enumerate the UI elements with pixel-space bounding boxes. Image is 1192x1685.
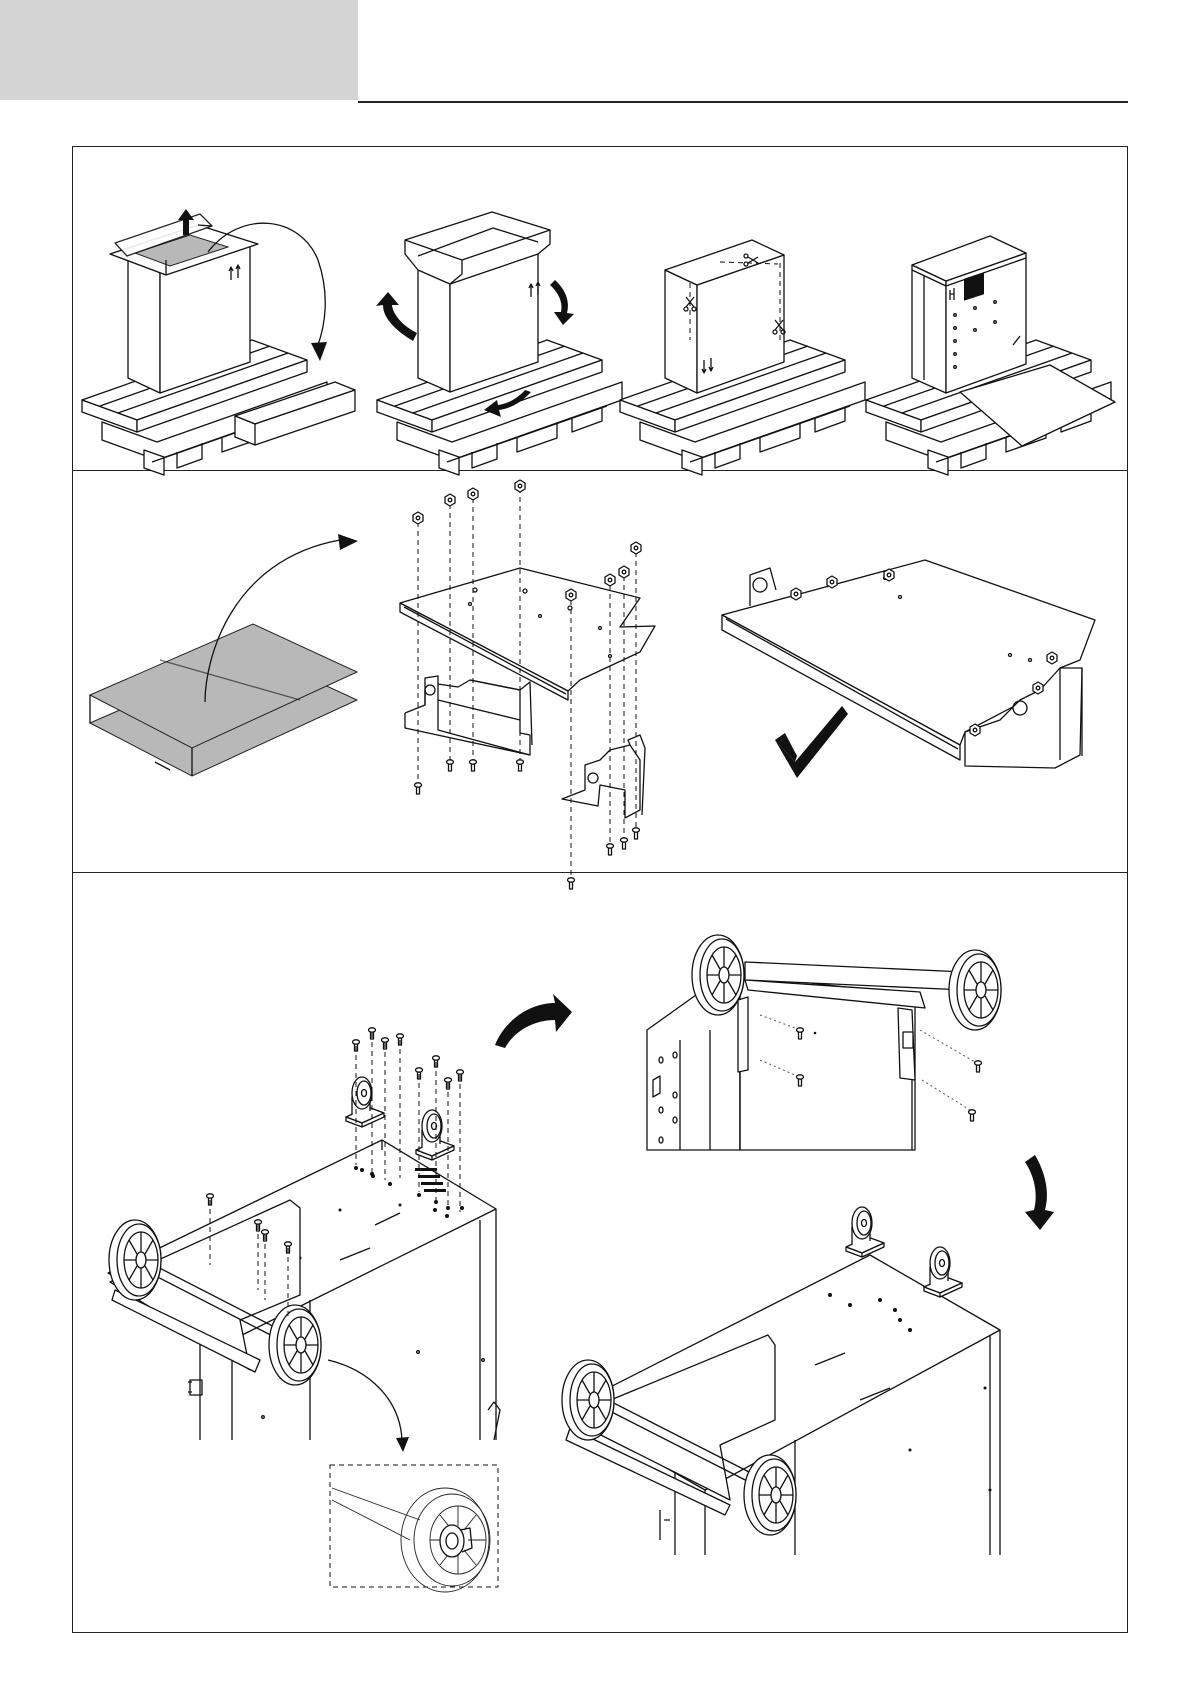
caster-icon	[346, 1077, 384, 1127]
step-assembled-cart	[562, 1207, 1000, 1555]
rotate-arrow-icon-2	[550, 280, 574, 325]
step-cut-carton	[620, 240, 865, 475]
step-bracket-exploded	[400, 480, 655, 889]
wheel-icon	[109, 1220, 161, 1300]
curved-arrow-icon	[495, 994, 572, 1048]
curved-arrow-icon-2	[1025, 1155, 1054, 1230]
step-bracket-assembled	[722, 560, 1095, 778]
step-ramp	[866, 236, 1115, 475]
curved-arrow-icon	[328, 1360, 402, 1440]
step-open-flaps	[376, 212, 622, 475]
bolt-icon	[631, 542, 641, 554]
rotate-arrow-icon	[376, 292, 417, 341]
step-remove-lid	[82, 209, 355, 475]
step-wheel-detail	[330, 1465, 498, 1592]
step-unfold-cardboard	[90, 534, 358, 776]
step-mount-wheels	[108, 1028, 500, 1452]
step-fix-axle	[495, 935, 1054, 1230]
